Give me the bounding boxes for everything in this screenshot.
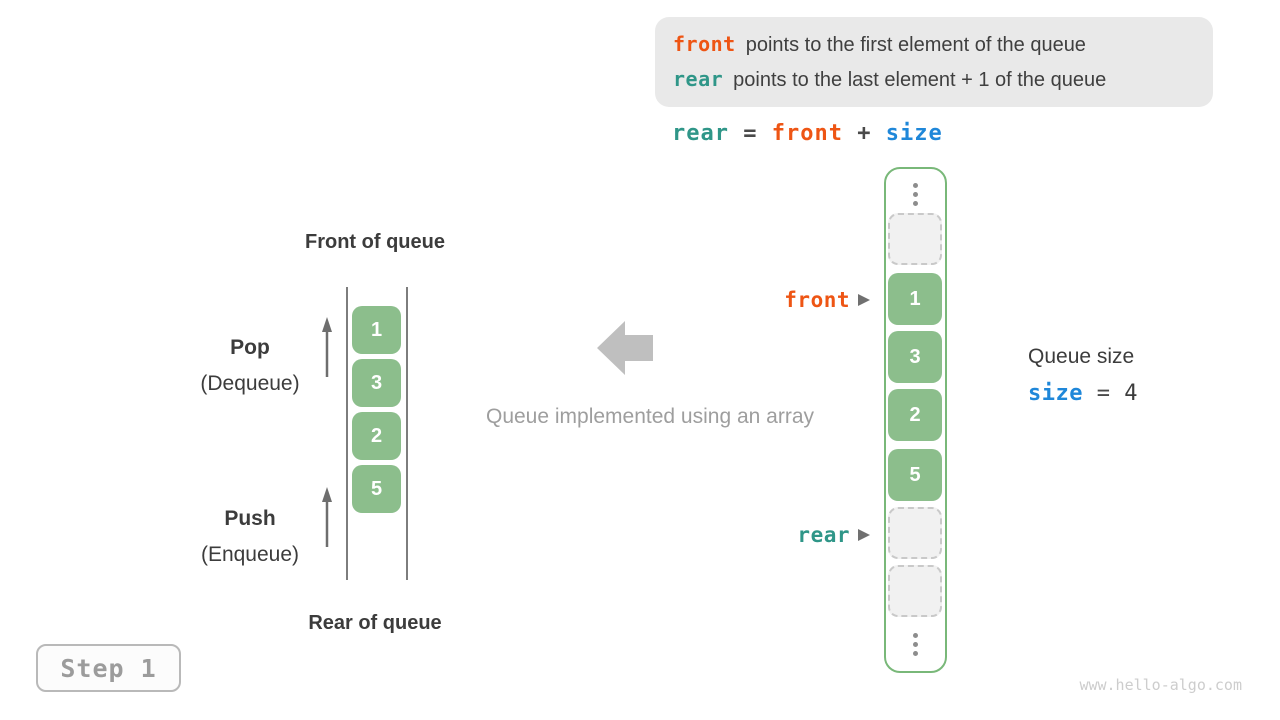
array-slot-empty (888, 507, 942, 559)
size-variable: size (1028, 381, 1083, 406)
rear-pointer-label: rear (797, 523, 850, 547)
push-up-arrow-icon (322, 487, 332, 547)
pop-label: Pop (230, 336, 270, 359)
size-value: 4 (1124, 381, 1138, 406)
legend-line-front: front points to the first element of the… (673, 32, 1195, 57)
queue-channel-left-line (346, 287, 348, 580)
diagram-caption: Queue implemented using an array (485, 405, 815, 428)
pointer-arrow-icon (858, 294, 870, 306)
queue-cell: 5 (352, 465, 401, 513)
queue-channel-right-line (406, 287, 408, 580)
legend-box: front points to the first element of the… (655, 17, 1213, 107)
array-slot: 3 (888, 331, 942, 383)
queue-cell: 3 (352, 359, 401, 407)
step-badge: Step 1 (36, 644, 181, 692)
watermark: www.hello-algo.com (1079, 676, 1242, 694)
front-keyword: front (673, 32, 736, 56)
legend-line-rear: rear points to the last element + 1 of t… (673, 67, 1195, 92)
array-slot: 1 (888, 273, 942, 325)
size-equals: = (1082, 381, 1125, 406)
formula-size: size (885, 121, 943, 146)
array-slot: 2 (888, 389, 942, 441)
rear-pointer: rear (690, 522, 870, 548)
push-label: Push (224, 507, 276, 530)
ellipsis-bottom-icon (886, 633, 945, 656)
front-of-queue-label: Front of queue (305, 231, 445, 253)
array-slot-empty (888, 565, 942, 617)
pop-up-arrow-icon (322, 317, 332, 377)
formula-equals: = (728, 121, 772, 146)
formula-plus: + (842, 121, 886, 146)
queue-cell: 2 (352, 412, 401, 460)
left-block-arrow-icon (597, 321, 653, 375)
queue-size-equation: size = 4 (1028, 381, 1138, 406)
front-pointer-label: front (784, 288, 850, 312)
front-description: points to the first element of the queue (745, 34, 1086, 56)
dequeue-label: (Dequeue) (200, 372, 300, 395)
array-container: 1 3 2 5 (884, 167, 947, 673)
ellipsis-top-icon (886, 183, 945, 206)
formula-rear: rear (672, 121, 729, 146)
array-slot-empty (888, 213, 942, 265)
formula-front: front (771, 121, 843, 146)
enqueue-label: (Enqueue) (200, 543, 300, 566)
queue-cell: 1 (352, 306, 401, 354)
front-pointer: front (690, 287, 870, 313)
formula-rear-front-size: rear = front + size (672, 121, 943, 146)
queue-size-label: Queue size (1028, 345, 1135, 368)
rear-description: points to the last element + 1 of the qu… (733, 69, 1107, 91)
array-slot: 5 (888, 449, 942, 501)
pointer-arrow-icon (858, 529, 870, 541)
rear-of-queue-label: Rear of queue (308, 612, 442, 634)
rear-keyword: rear (673, 67, 724, 91)
